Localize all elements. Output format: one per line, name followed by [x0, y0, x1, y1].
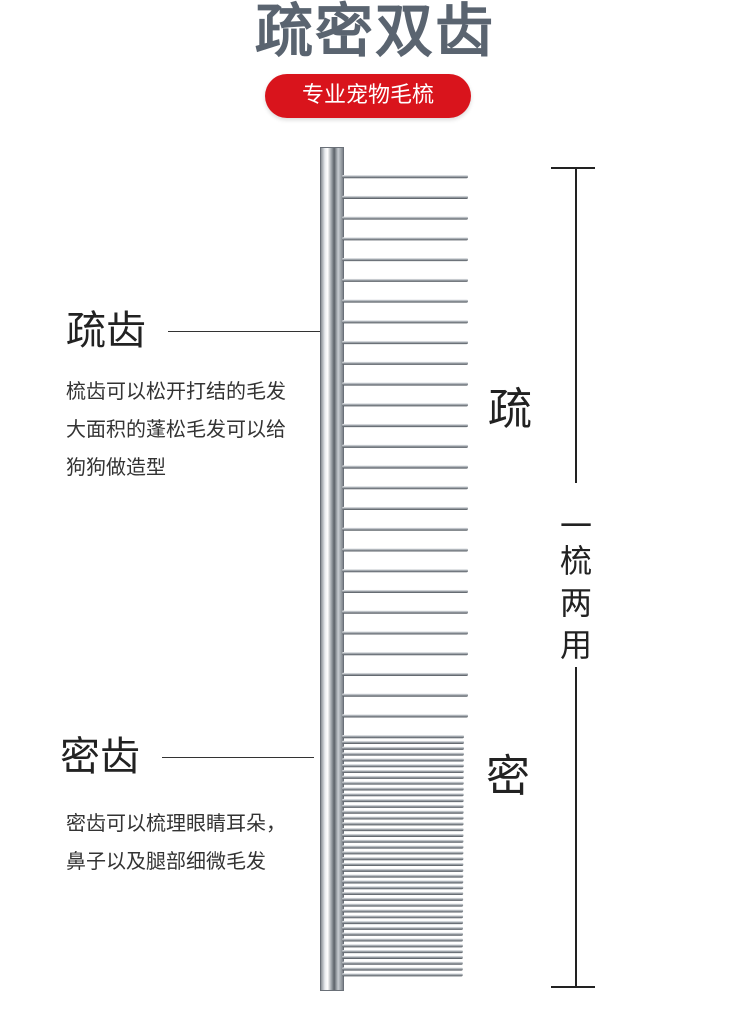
sparse-teeth-title: 疏齿 [66, 308, 146, 354]
comb-tooth [342, 926, 464, 930]
comb-tooth [342, 810, 464, 814]
comb-tooth [342, 195, 468, 199]
dense-teeth-title: 密齿 [60, 734, 140, 780]
scale-top-tick [551, 167, 595, 169]
dense-side-label: 密 [486, 751, 530, 802]
dual-use-label: 一 梳 两 用 [556, 507, 596, 666]
comb-tooth [342, 769, 464, 774]
comb-tooth [342, 949, 463, 954]
description-line: 密齿可以梳理眼睛耳朵， [66, 811, 286, 835]
comb-tooth [342, 746, 464, 750]
comb-tooth [342, 610, 468, 614]
comb-tooth [342, 569, 468, 573]
sparse-leader-line [168, 331, 320, 332]
description-line: 鼻子以及腿部细微毛发 [66, 849, 266, 873]
comb-tooth [342, 944, 463, 948]
comb-tooth [342, 920, 464, 925]
dual-use-char: 两 [559, 584, 592, 622]
comb-tooth [342, 652, 468, 656]
comb-tooth [342, 299, 468, 303]
dual-use-dash: 一 [559, 507, 592, 545]
comb-tooth [342, 758, 464, 762]
comb-tooth [342, 915, 464, 919]
comb-tooth [342, 891, 464, 896]
comb-tooth [342, 340, 468, 345]
comb-tooth [342, 382, 468, 386]
comb-tooth [342, 961, 463, 965]
comb-tooth [342, 672, 468, 676]
comb-tooth [342, 857, 464, 861]
comb-tooth [342, 740, 464, 745]
comb-tooth [342, 506, 468, 511]
comb-tooth [342, 257, 468, 262]
comb-tooth [342, 216, 468, 220]
comb-tooth [342, 693, 468, 697]
description-line: 狗狗做造型 [66, 455, 166, 479]
comb-tooth [342, 938, 463, 942]
scale-lower-line [575, 667, 577, 987]
comb-tooth [342, 787, 464, 791]
comb-tooth [342, 403, 468, 407]
comb-tooth [342, 361, 468, 365]
comb-tooth [342, 909, 464, 913]
comb-teeth [342, 175, 468, 977]
comb-tooth [342, 764, 464, 768]
comb-tooth [342, 816, 464, 820]
dense-teeth-description: 密齿可以梳理眼睛耳朵， 鼻子以及腿部细微毛发 [66, 804, 286, 880]
comb-tooth [342, 967, 463, 971]
comb-tooth [342, 486, 468, 490]
comb-tooth [342, 589, 468, 594]
comb-tooth [342, 851, 464, 855]
comb-tooth [342, 714, 468, 718]
comb-tooth [342, 752, 464, 756]
sparse-side-label: 疏 [488, 384, 532, 435]
comb-tooth [342, 839, 464, 843]
dual-use-char: 用 [559, 626, 592, 664]
comb-tooth [342, 862, 464, 867]
description-line: 梳齿可以松开打结的毛发 [66, 379, 286, 403]
comb-tooth [342, 973, 463, 977]
dense-leader-line [162, 757, 314, 758]
comb-tooth [342, 932, 463, 936]
comb-tooth [342, 465, 468, 469]
comb-tooth [342, 320, 468, 324]
comb-tooth [342, 548, 468, 552]
comb-tooth [342, 735, 464, 739]
comb-tooth [342, 793, 464, 797]
comb-tooth [342, 868, 464, 872]
comb-tooth [342, 833, 464, 837]
comb-tooth [342, 880, 464, 884]
comb-tooth [342, 903, 464, 907]
description-line: 大面积的蓬松毛发可以给 [66, 417, 286, 441]
comb-tooth [342, 955, 463, 959]
comb-tooth [342, 874, 464, 878]
comb-tooth [342, 781, 464, 785]
comb-tooth [342, 798, 464, 803]
comb-tooth [342, 804, 464, 808]
page-title: 疏密双齿 [254, 0, 495, 65]
scale-upper-line [575, 168, 577, 483]
comb-spine [320, 147, 344, 991]
scale-bottom-tick [551, 986, 595, 988]
comb-tooth [342, 444, 468, 448]
comb-tooth [342, 237, 468, 241]
dual-use-char: 梳 [559, 542, 592, 580]
sparse-teeth-description: 梳齿可以松开打结的毛发 大面积的蓬松毛发可以给 狗狗做造型 [66, 372, 286, 486]
comb-tooth [342, 886, 464, 890]
comb-tooth [342, 423, 468, 428]
comb-tooth [342, 897, 464, 901]
comb-tooth [342, 775, 464, 779]
comb-tooth [342, 175, 468, 179]
comb-tooth [342, 827, 464, 832]
comb-tooth [342, 845, 464, 849]
comb-tooth [342, 527, 468, 531]
comb-tooth [342, 278, 468, 282]
comb-tooth [342, 822, 464, 826]
badge-label: 专业宠物毛梳 [265, 74, 471, 118]
comb-tooth [342, 631, 468, 635]
